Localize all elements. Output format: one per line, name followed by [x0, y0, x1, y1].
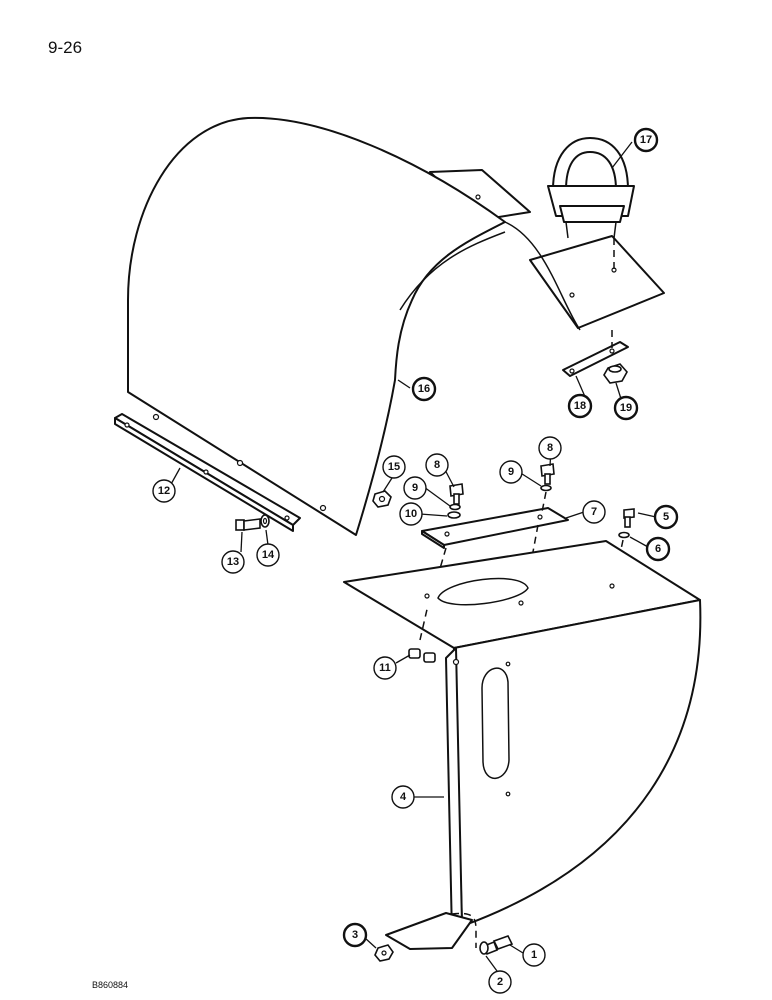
svg-text:10: 10: [405, 508, 417, 520]
washer-2: [479, 941, 489, 955]
svg-text:8: 8: [434, 459, 440, 471]
spacer-11a: [408, 648, 421, 659]
callout-15: 15: [382, 455, 406, 479]
callout-10: 10: [399, 502, 423, 526]
washer-10: [447, 511, 461, 519]
callout-16: 16: [411, 376, 437, 402]
svg-text:15: 15: [388, 461, 400, 473]
callout-6: 6: [645, 536, 671, 562]
callout-19: 19: [613, 395, 639, 421]
muffler-shield: [127, 116, 665, 536]
nut-15: [372, 490, 392, 508]
callout-4: 4: [391, 785, 415, 809]
callout-11: 11: [373, 656, 397, 680]
callout-5: 5: [653, 504, 679, 530]
callout-12: 12: [152, 479, 176, 503]
svg-text:17: 17: [640, 134, 652, 146]
svg-text:16: 16: [418, 383, 430, 395]
callout-2: 2: [488, 970, 512, 994]
svg-text:8: 8: [547, 442, 553, 454]
svg-text:1: 1: [531, 949, 537, 961]
u-bolt-clamp: [547, 137, 635, 270]
svg-text:14: 14: [262, 549, 275, 561]
callout-7: 7: [582, 500, 606, 524]
lower-shield-side: [453, 599, 702, 926]
callout-3: 3: [342, 922, 368, 948]
callout-14: 14: [256, 543, 280, 567]
svg-text:18: 18: [574, 400, 586, 412]
lower-shield: [343, 540, 702, 950]
bolt-8-right: [540, 463, 555, 485]
washer-6: [618, 531, 630, 539]
callout-18: 18: [567, 393, 593, 419]
svg-text:7: 7: [591, 506, 597, 518]
svg-text:13: 13: [227, 556, 239, 568]
svg-text:12: 12: [158, 485, 170, 497]
spacer-11b: [423, 652, 436, 663]
svg-text:3: 3: [352, 929, 358, 941]
flange-nut-19: [603, 363, 628, 384]
lockwasher-9-left: [449, 503, 461, 511]
svg-text:11: 11: [379, 662, 391, 674]
callout-9-left: 9: [403, 476, 427, 500]
callout-13: 13: [221, 550, 245, 574]
retainer-strip: [114, 413, 301, 532]
callout-9-right: 9: [499, 460, 523, 484]
bolt-5: [623, 508, 635, 528]
clamp-plate: [562, 330, 629, 377]
svg-text:9: 9: [508, 466, 514, 478]
bolt-8-left: [449, 483, 464, 505]
bolt-13: [235, 518, 261, 531]
leader-lines: [169, 141, 657, 972]
shield-front-tab: [529, 235, 665, 329]
svg-text:4: 4: [400, 791, 407, 803]
callout-17: 17: [633, 127, 659, 153]
svg-text:6: 6: [655, 543, 661, 555]
callout-8-right: 8: [538, 436, 562, 460]
svg-text:5: 5: [663, 511, 669, 523]
washer-14: [260, 514, 270, 528]
nut-3: [374, 944, 394, 962]
svg-text:19: 19: [620, 402, 632, 414]
svg-text:9: 9: [412, 482, 418, 494]
lockwasher-9-right: [540, 484, 552, 492]
page-number: 9-26: [48, 38, 83, 57]
figure-id: B860884: [92, 980, 129, 990]
svg-text:2: 2: [497, 976, 503, 988]
callout-8-left: 8: [425, 453, 449, 477]
callout-1: 1: [522, 943, 546, 967]
